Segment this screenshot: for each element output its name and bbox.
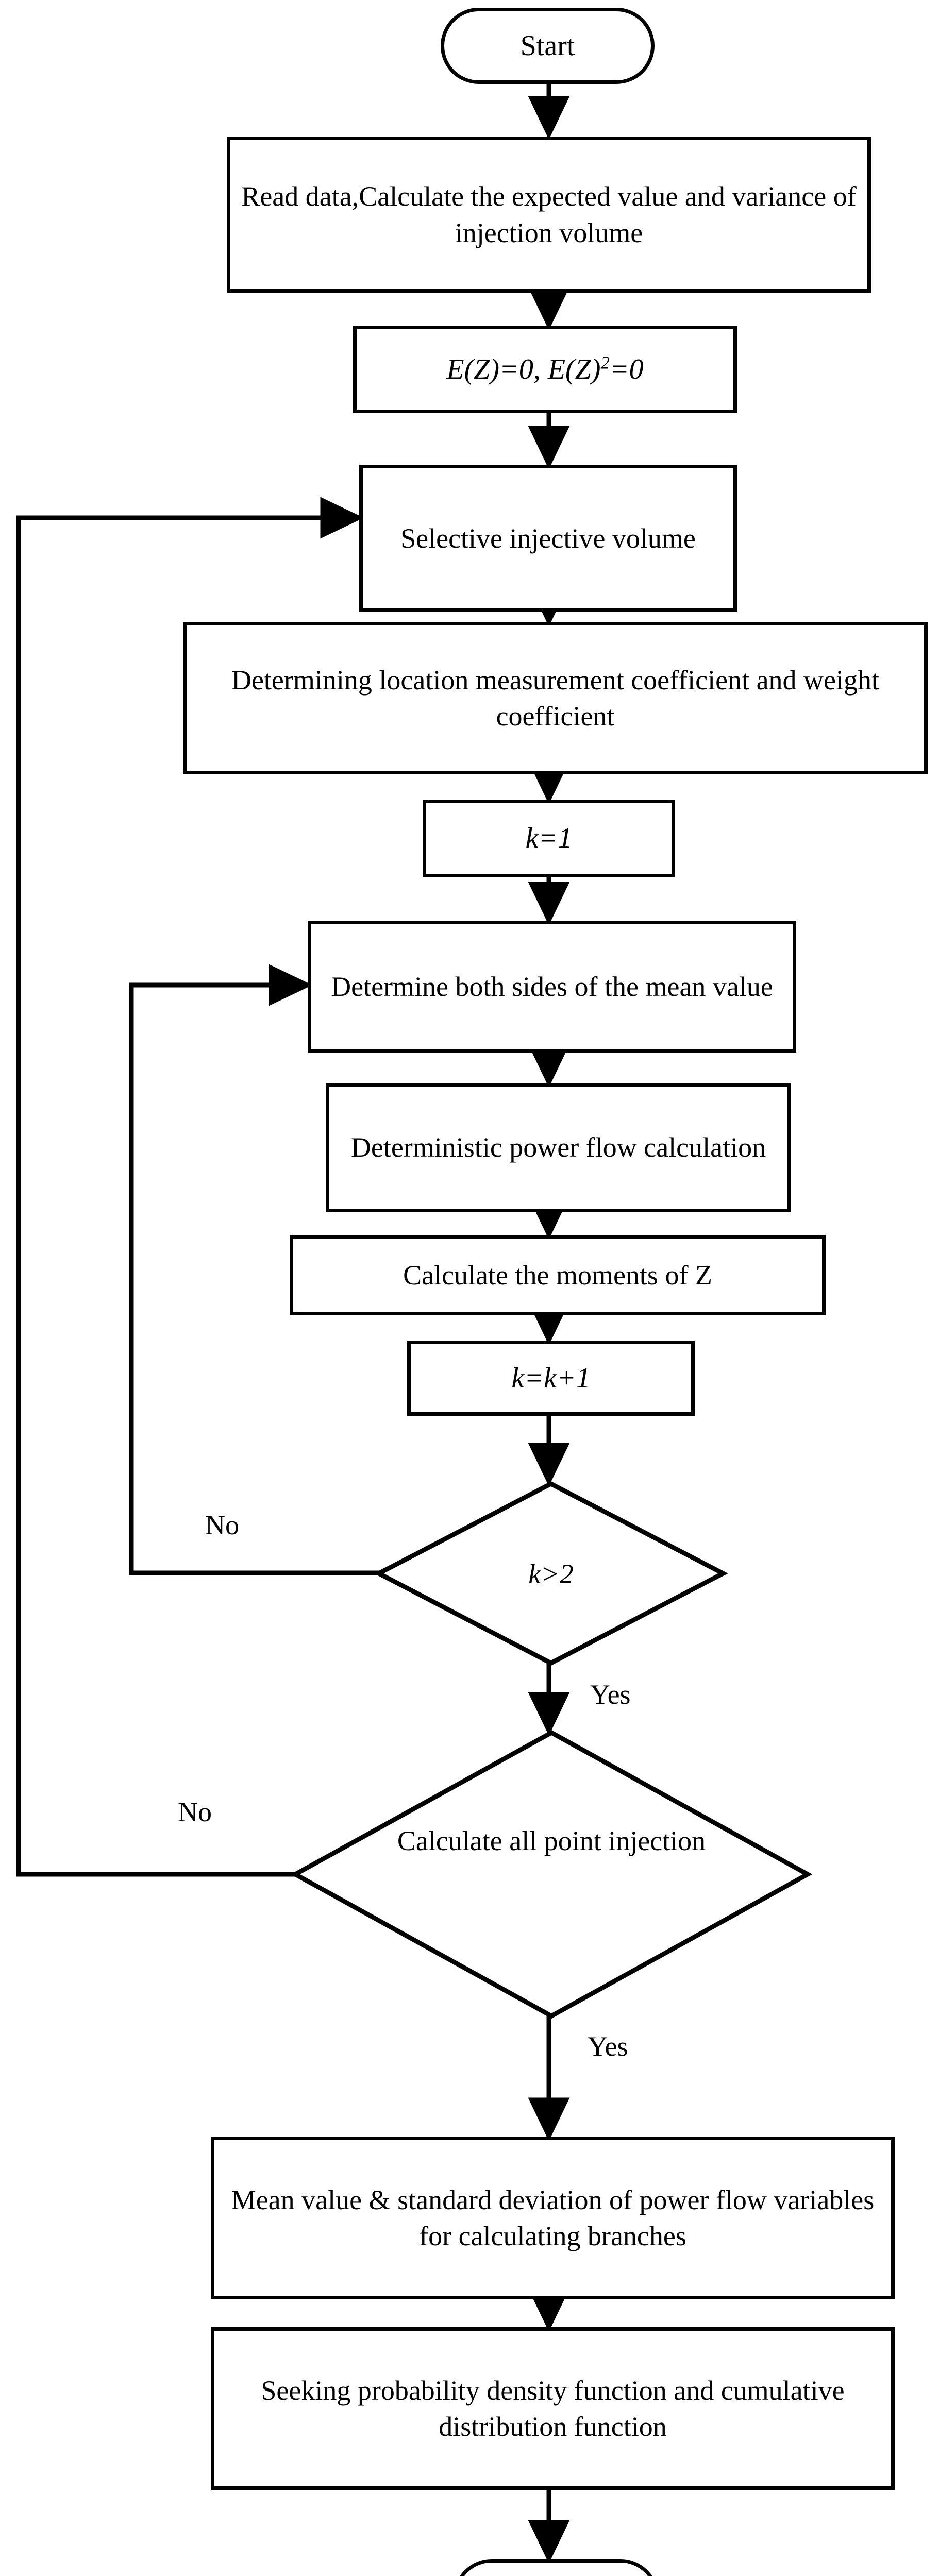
- node-calculate-moments-z-label: Calculate the moments of Z: [403, 1259, 712, 1291]
- node-start[interactable]: Start: [441, 8, 655, 84]
- node-deterministic-power-flow[interactable]: Deterministic power flow calculation: [326, 1083, 791, 1212]
- node-determine-both-sides-label: Determine both sides of the mean value: [331, 971, 773, 1002]
- node-decision-k-gt-2[interactable]: k>2: [448, 1556, 654, 1592]
- node-pdf-cdf-label: Seeking probability density function and…: [261, 2375, 845, 2442]
- node-mean-std-deviation-label: Mean value & standard deviation of power…: [231, 2184, 875, 2251]
- node-read-data-label: Read data,Calculate the expected value a…: [241, 181, 857, 248]
- node-selective-injective-volume[interactable]: Selective injective volume: [359, 465, 737, 612]
- node-deterministic-power-flow-label: Deterministic power flow calculation: [350, 1132, 766, 1163]
- edge-label-k-gt-2-no: No: [205, 1510, 239, 1540]
- node-decision-k-gt-2-label: k>2: [528, 1558, 574, 1589]
- edge-label-all-point-yes: Yes: [588, 2031, 628, 2062]
- node-end[interactable]: End: [454, 2559, 659, 2576]
- node-k-increment-label: k=k+1: [511, 1362, 591, 1394]
- node-decision-all-point-injection-label: Calculate all point injection: [397, 1825, 706, 1856]
- node-init-moments-label: E(Z)=0, E(Z)2=0: [446, 352, 644, 385]
- decision-all-point-injection-shape: [290, 1730, 813, 2019]
- node-mean-std-deviation[interactable]: Mean value & standard deviation of power…: [211, 2137, 895, 2299]
- node-decision-all-point-injection[interactable]: Calculate all point injection: [397, 1823, 706, 1859]
- node-k-increment[interactable]: k=k+1: [407, 1341, 695, 1416]
- node-k-init[interactable]: k=1: [423, 800, 675, 877]
- edge-label-k-gt-2-yes: Yes: [590, 1679, 631, 1710]
- node-init-moments[interactable]: E(Z)=0, E(Z)2=0: [353, 326, 737, 413]
- node-determining-coefficients-label: Determining location measurement coeffic…: [231, 664, 880, 732]
- node-start-label: Start: [520, 29, 575, 62]
- node-read-data[interactable]: Read data,Calculate the expected value a…: [227, 137, 871, 293]
- node-determine-both-sides[interactable]: Determine both sides of the mean value: [308, 921, 796, 1053]
- decision-shapes: [290, 1481, 813, 2019]
- node-determining-coefficients[interactable]: Determining location measurement coeffic…: [183, 622, 928, 774]
- node-calculate-moments-z[interactable]: Calculate the moments of Z: [290, 1235, 826, 1315]
- edge-label-all-point-no: No: [178, 1797, 212, 1827]
- node-k-init-label: k=1: [525, 822, 573, 855]
- node-pdf-cdf[interactable]: Seeking probability density function and…: [211, 2327, 895, 2490]
- decision-k-gt-2-shape: [374, 1481, 728, 1666]
- node-selective-injective-volume-label: Selective injective volume: [400, 522, 696, 554]
